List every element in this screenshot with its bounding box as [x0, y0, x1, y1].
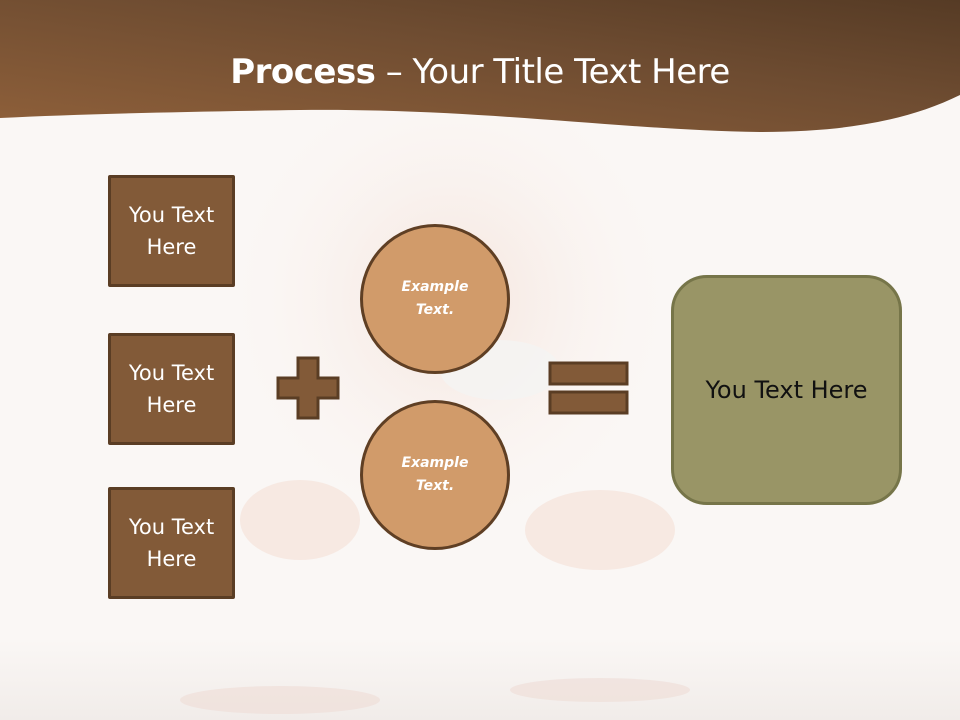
- result-box[interactable]: You Text Here: [671, 275, 902, 505]
- title-rest: – Your Title Text Here: [375, 52, 731, 92]
- input-box-label: You Text Here: [128, 515, 215, 571]
- input-box-label: You Text Here: [128, 361, 215, 417]
- result-label: You Text Here: [705, 376, 868, 404]
- example-circle-1[interactable]: Example Text.: [360, 224, 510, 374]
- title-bold: Process: [230, 52, 376, 92]
- input-box-2[interactable]: You Text Here: [108, 333, 235, 445]
- equals-icon: [548, 361, 629, 415]
- circle-label: Example Text.: [401, 279, 469, 318]
- header-band: [0, 0, 960, 132]
- page-title: Process – Your Title Text Here: [0, 52, 960, 92]
- circle-label: Example Text.: [401, 455, 469, 494]
- input-box-1[interactable]: You Text Here: [108, 175, 235, 287]
- plus-icon: [276, 356, 340, 420]
- input-box-3[interactable]: You Text Here: [108, 487, 235, 599]
- input-box-label: You Text Here: [128, 203, 215, 259]
- example-circle-2[interactable]: Example Text.: [360, 400, 510, 550]
